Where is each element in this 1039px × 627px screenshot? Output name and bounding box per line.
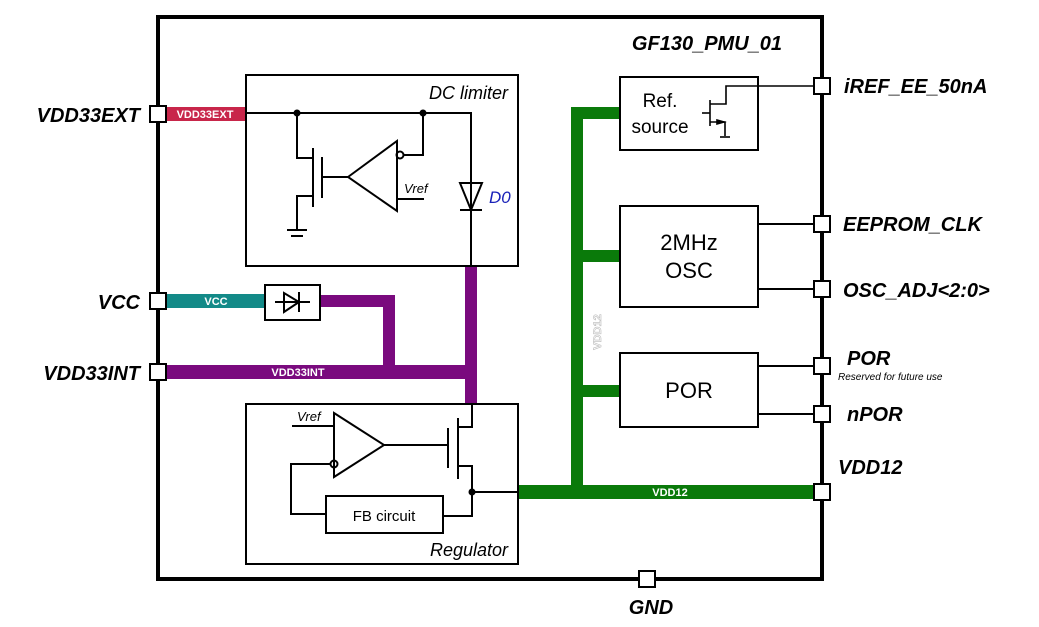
regulator-circuit [290, 404, 518, 534]
pin-label-vdd33int: VDD33INT [43, 363, 141, 385]
junction-dot [468, 488, 476, 496]
junction-dot [293, 109, 301, 117]
fb-circuit-label: FB circuit [353, 508, 416, 525]
pin-label-vdd33ext: VDD33EXT [37, 105, 142, 127]
net-vdd33int-label: VDD33INT [271, 367, 324, 379]
net-vcc-label: VCC [204, 296, 227, 308]
vref-label: Vref [297, 409, 322, 424]
pin-gnd [638, 570, 656, 588]
pin-label-iref: iREF_EE_50nA [844, 76, 987, 98]
pin-label-eeprom-clk: EEPROM_CLK [843, 214, 983, 236]
pin-label-gnd: GND [629, 597, 673, 619]
por-note: Reserved for future use [838, 372, 943, 383]
pin-eeprom-clk [813, 215, 831, 233]
pin-npor [813, 405, 831, 423]
net-vdd33int [165, 266, 477, 404]
regulator-block [245, 403, 519, 565]
pin-vcc [149, 292, 167, 310]
transistor-icon [702, 85, 822, 138]
pin-label-vcc: VCC [98, 292, 141, 314]
vref-label: Vref [404, 181, 429, 196]
pin-osc-adj [813, 280, 831, 298]
net-vdd12-label: VDD12 [652, 487, 687, 499]
pin-por [813, 357, 831, 375]
regulator-label: Regulator [430, 540, 509, 560]
pin-label-por: POR [847, 348, 891, 370]
net-vdd33ext-label: VDD33EXT [177, 109, 234, 121]
osc-wires [758, 223, 815, 290]
pin-vdd33int [149, 363, 167, 381]
pin-vdd33ext [149, 105, 167, 123]
net-vdd33ext [165, 107, 246, 121]
ref-source-label-1: Ref. [643, 91, 678, 112]
diode-d0-label: D0 [489, 188, 511, 207]
junction-dot [419, 109, 427, 117]
pin-label-npor: nPOR [847, 404, 903, 426]
net-vdd12 [518, 107, 818, 499]
por-block-label: POR [665, 378, 713, 403]
osc-block [619, 205, 759, 308]
chip-title: GF130_PMU_01 [632, 33, 782, 55]
por-block [619, 352, 759, 428]
pin-label-vdd12: VDD12 [838, 457, 902, 479]
osc-label-1: 2MHz [660, 230, 717, 255]
dc-limiter-circuit [246, 112, 484, 266]
ref-source-block [619, 76, 759, 151]
pin-iref [813, 77, 831, 95]
net-vdd12-vertical-label: VDD12 [592, 314, 604, 349]
dc-limiter-block [245, 74, 519, 267]
net-vcc [165, 294, 265, 308]
osc-label-2: OSC [665, 258, 713, 283]
por-wires [758, 365, 815, 415]
ref-source-label-2: source [631, 117, 688, 138]
pin-vdd12 [813, 483, 831, 501]
dc-limiter-label: DC limiter [429, 83, 509, 103]
pin-label-osc-adj: OSC_ADJ<2:0> [843, 280, 990, 302]
diode-icon [275, 291, 310, 314]
